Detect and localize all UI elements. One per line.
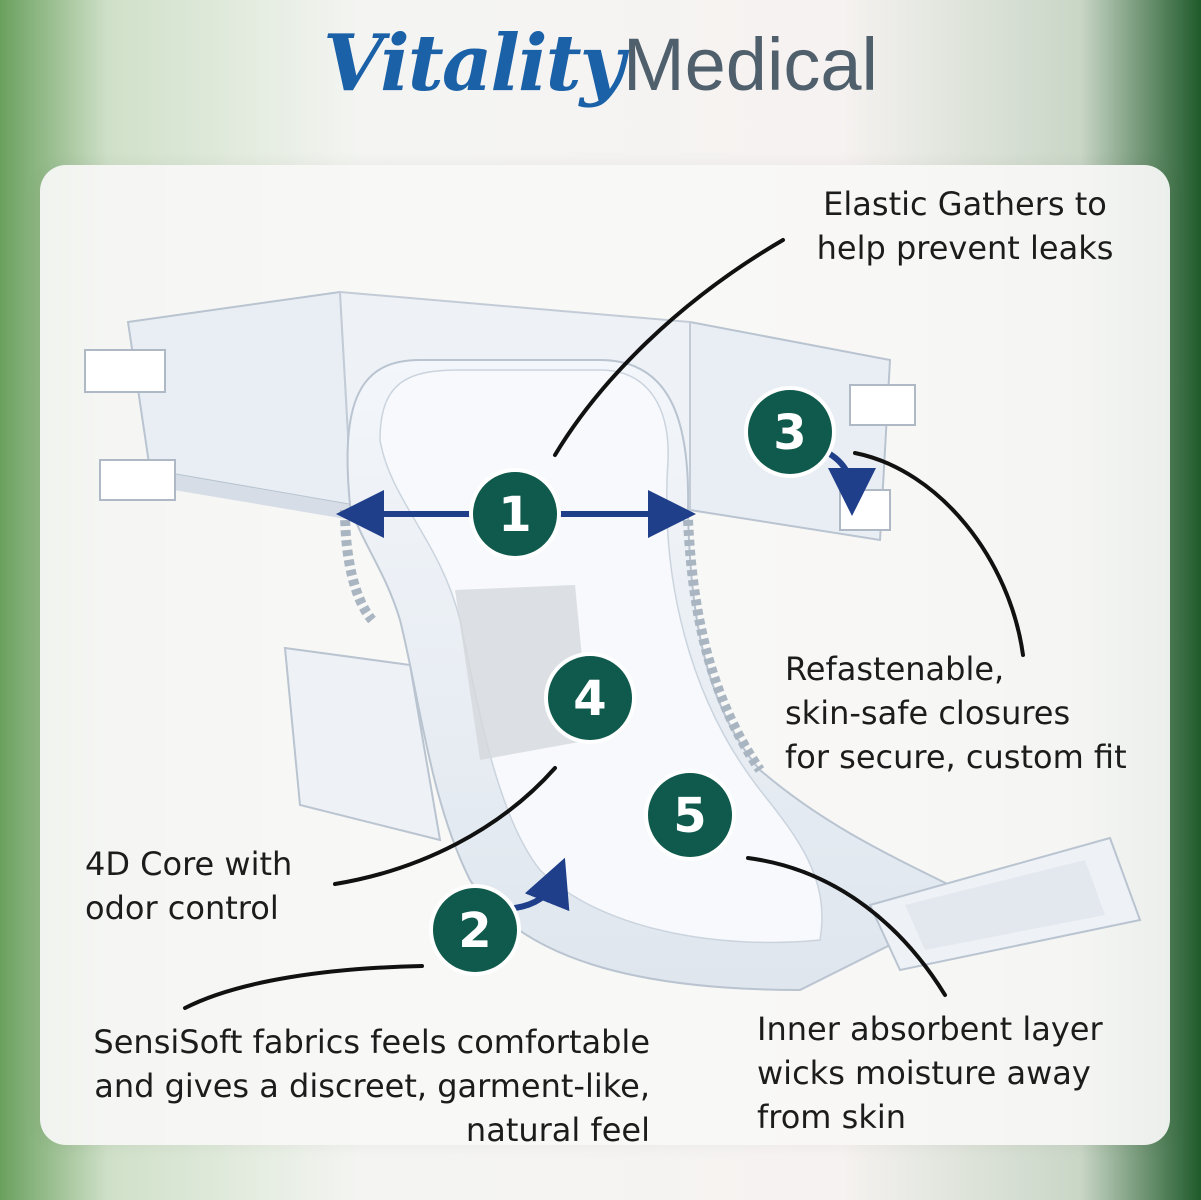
- callout-lines: [183, 238, 1025, 1010]
- leader-line-fabrics: [183, 964, 424, 1010]
- marker-5: 5: [644, 769, 736, 861]
- callout-core: 4D Core with odor control: [85, 845, 293, 927]
- leader-line-inner: [746, 856, 947, 997]
- logo-script-text: Vitality: [323, 18, 625, 109]
- marker-2: 2: [429, 884, 521, 976]
- callout-inner-layer: Inner absorbent layer wicks moisture awa…: [757, 1010, 1103, 1136]
- leader-line-closures: [853, 451, 1025, 657]
- callout-elastic-gathers: Elastic Gathers to help prevent leaks: [816, 185, 1114, 267]
- svg-text:2: 2: [458, 903, 491, 959]
- svg-text:4: 4: [573, 671, 606, 727]
- marker-1: 1: [469, 468, 561, 560]
- leader-line-elastic: [553, 238, 785, 457]
- svg-text:3: 3: [773, 405, 806, 461]
- callout-closures: Refastenable, skin-safe closures for sec…: [785, 650, 1127, 776]
- leader-line-core: [333, 766, 557, 886]
- brand-logo: VitalityMedical: [0, 18, 1201, 138]
- logo-plain-text: Medical: [622, 23, 878, 106]
- numbered-markers: 1 2 3 4 5: [429, 386, 836, 976]
- svg-text:1: 1: [498, 487, 531, 543]
- arrow-marker-2: [512, 857, 570, 912]
- callout-fabrics: SensiSoft fabrics feels comfortable and …: [93, 1023, 650, 1149]
- marker-3: 3: [744, 386, 836, 478]
- svg-text:5: 5: [673, 788, 706, 844]
- marker-4: 4: [544, 652, 636, 744]
